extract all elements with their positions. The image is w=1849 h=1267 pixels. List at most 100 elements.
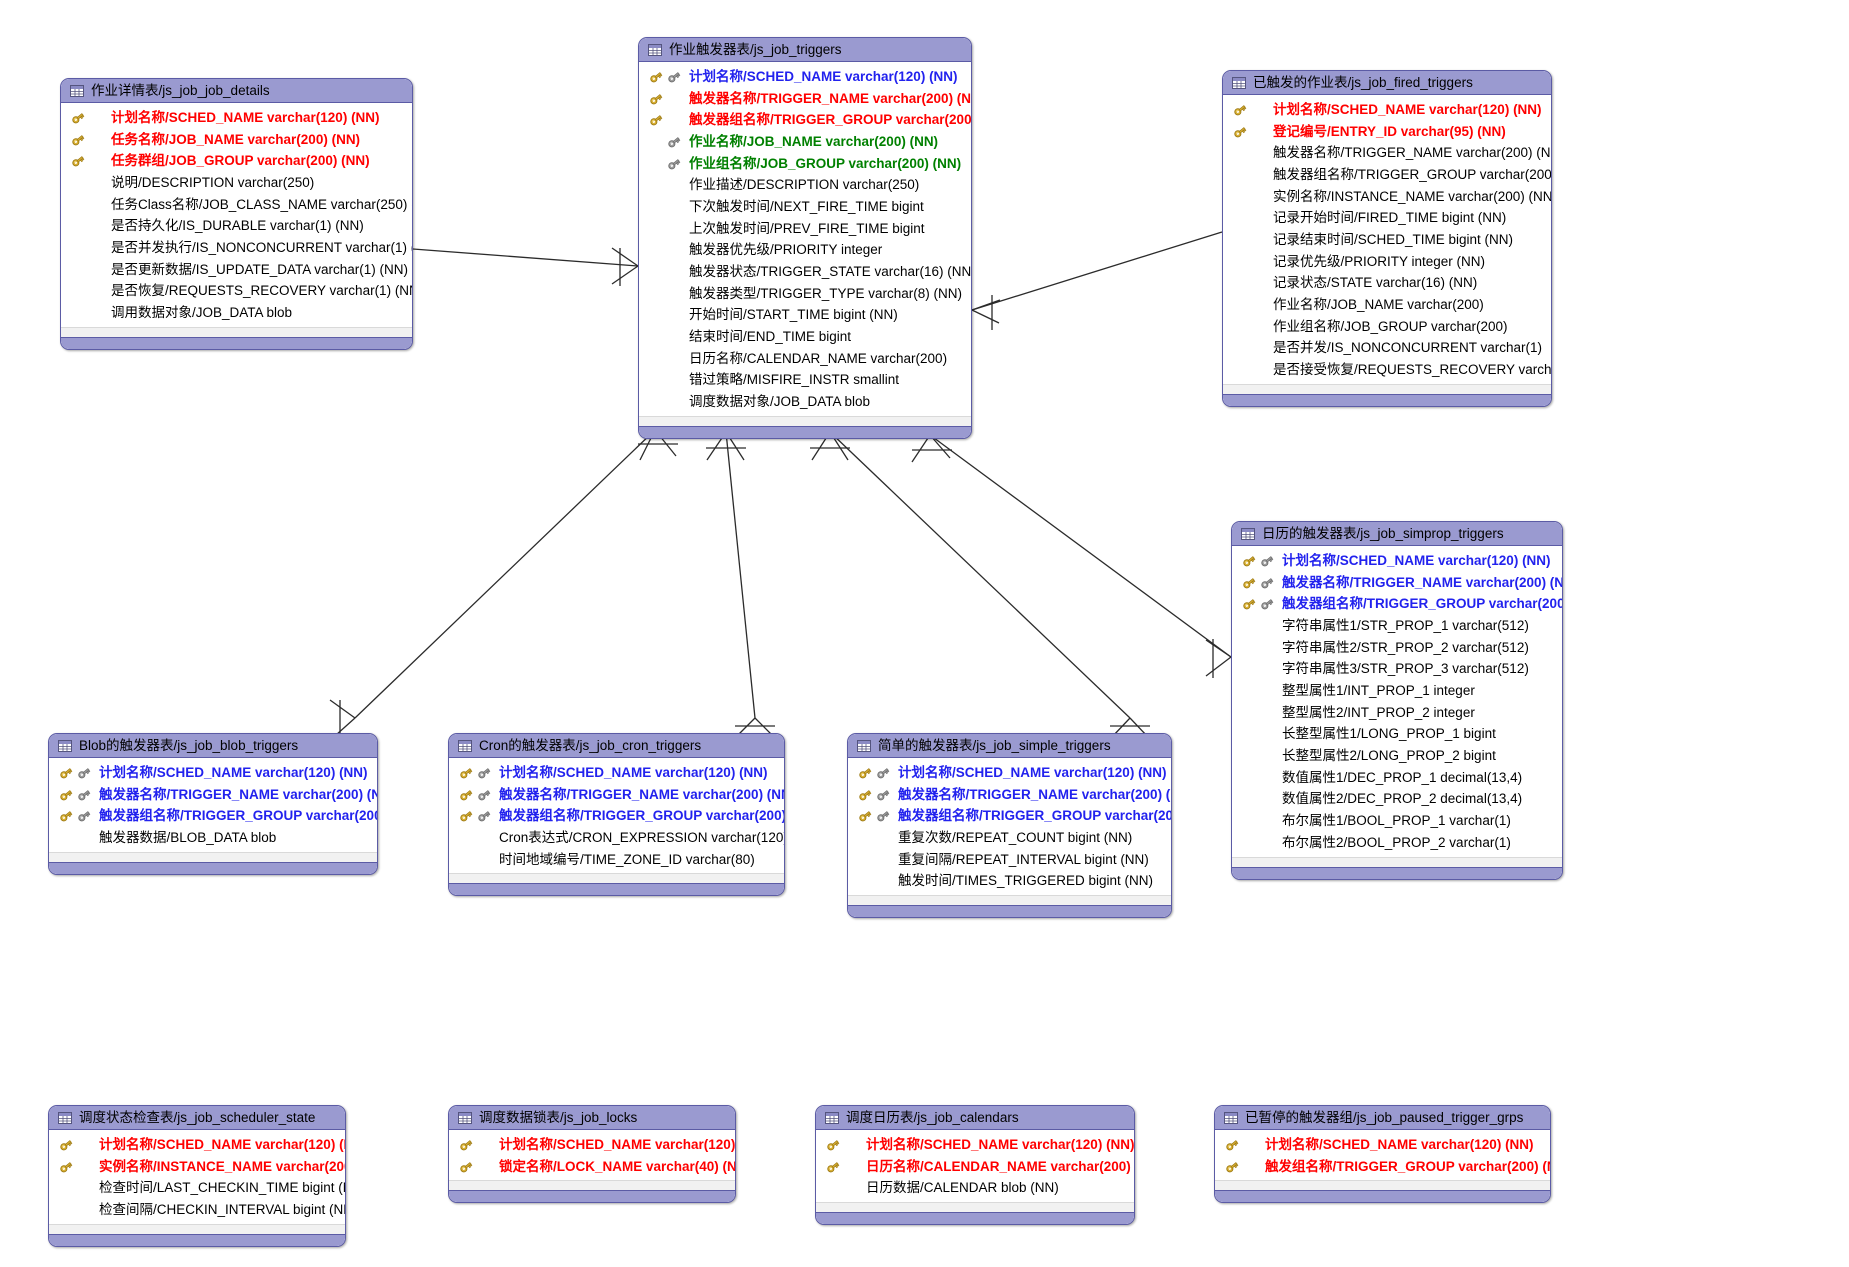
attribute-row[interactable]: 是否恢复/REQUESTS_RECOVERY varchar(1) (NN) [61,281,412,303]
attribute-row[interactable]: 作业名称/JOB_NAME varchar(200) (NN) [639,131,971,153]
entity-header-job_details[interactable]: 作业详情表/js_job_job_details [61,79,412,103]
attribute-row[interactable]: 记录开始时间/FIRED_TIME bigint (NN) [1223,207,1551,229]
attribute-row[interactable]: 整型属性2/INT_PROP_2 integer [1232,702,1562,724]
attribute-row[interactable]: 触发器组名称/TRIGGER_GROUP varchar(200) (NN) [1232,593,1562,615]
attribute-row[interactable]: 结束时间/END_TIME bigint [639,326,971,348]
attribute-row[interactable]: 调度数据对象/JOB_DATA blob [639,391,971,413]
attribute-row[interactable]: 字符串属性3/STR_PROP_3 varchar(512) [1232,658,1562,680]
attribute-row[interactable]: 触发器组名称/TRIGGER_GROUP varchar(200) (NN) [848,805,1171,827]
attribute-row[interactable]: 触发器名称/TRIGGER_NAME varchar(200) (NN) [449,784,784,806]
attribute-row[interactable]: 说明/DESCRIPTION varchar(250) [61,172,412,194]
attribute-row[interactable]: Cron表达式/CRON_EXPRESSION varchar(120) (NN… [449,827,784,849]
attribute-row[interactable]: 下次触发时间/NEXT_FIRE_TIME bigint [639,196,971,218]
attribute-row[interactable]: 触发器数据/BLOB_DATA blob [49,827,377,849]
attribute-row[interactable]: 作业组名称/JOB_GROUP varchar(200) [1223,316,1551,338]
attribute-row[interactable]: 调用数据对象/JOB_DATA blob [61,302,412,324]
attribute-row[interactable]: 触发器名称/TRIGGER_NAME varchar(200) (NN) [49,784,377,806]
attribute-row[interactable]: 记录结束时间/SCHED_TIME bigint (NN) [1223,229,1551,251]
entity-simprop_triggers[interactable]: 日历的触发器表/js_job_simprop_triggers 计划名称/SCHE… [1231,521,1563,880]
attribute-row[interactable]: 触发器名称/TRIGGER_NAME varchar(200) (NN) [639,88,971,110]
attribute-row[interactable]: 登记编号/ENTRY_ID varchar(95) (NN) [1223,121,1551,143]
attribute-row[interactable]: 计划名称/SCHED_NAME varchar(120) (NN) [449,1134,735,1156]
attribute-row[interactable]: 字符串属性1/STR_PROP_1 varchar(512) [1232,615,1562,637]
entity-header-paused_trigger_grps[interactable]: 已暂停的触发器组/js_job_paused_trigger_grps [1215,1106,1550,1130]
entity-calendars[interactable]: 调度日历表/js_job_calendars 计划名称/SCHED_NAME va… [815,1105,1135,1226]
entity-header-fired_triggers[interactable]: 已触发的作业表/js_job_fired_triggers [1223,71,1551,95]
attribute-row[interactable]: 计划名称/SCHED_NAME varchar(120) (NN) [61,107,412,129]
attribute-row[interactable]: 任务名称/JOB_NAME varchar(200) (NN) [61,129,412,151]
attribute-row[interactable]: 计划名称/SCHED_NAME varchar(120) (NN) [816,1134,1134,1156]
attribute-row[interactable]: 实例名称/INSTANCE_NAME varchar(200) (NN) [49,1156,345,1178]
attribute-row[interactable]: 日历名称/CALENDAR_NAME varchar(200) [639,348,971,370]
attribute-row[interactable]: 触发器组名称/TRIGGER_GROUP varchar(200) (NN) [1223,164,1551,186]
entity-header-calendars[interactable]: 调度日历表/js_job_calendars [816,1106,1134,1130]
attribute-row[interactable]: 计划名称/SCHED_NAME varchar(120) (NN) [1215,1134,1550,1156]
attribute-row[interactable]: 重复间隔/REPEAT_INTERVAL bigint (NN) [848,849,1171,871]
attribute-row[interactable]: 作业组名称/JOB_GROUP varchar(200) (NN) [639,153,971,175]
attribute-row[interactable]: 记录状态/STATE varchar(16) (NN) [1223,273,1551,295]
attribute-row[interactable]: 计划名称/SCHED_NAME varchar(120) (NN) [1223,99,1551,121]
attribute-row[interactable]: 触发器名称/TRIGGER_NAME varchar(200) (NN) [1232,572,1562,594]
attribute-row[interactable]: 上次触发时间/PREV_FIRE_TIME bigint [639,218,971,240]
entity-header-blob_triggers[interactable]: Blob的触发器表/js_job_blob_triggers [49,734,377,758]
attribute-row[interactable]: 整型属性1/INT_PROP_1 integer [1232,680,1562,702]
entity-header-simprop_triggers[interactable]: 日历的触发器表/js_job_simprop_triggers [1232,522,1562,546]
attribute-row[interactable]: 是否持久化/IS_DURABLE varchar(1) (NN) [61,215,412,237]
attribute-row[interactable]: 触发器类型/TRIGGER_TYPE varchar(8) (NN) [639,283,971,305]
attribute-row[interactable]: 长整型属性1/LONG_PROP_1 bigint [1232,724,1562,746]
entity-job_triggers[interactable]: 作业触发器表/js_job_triggers 计划名称/SCHED_NAME va… [638,37,972,439]
attribute-row[interactable]: 检查间隔/CHECKIN_INTERVAL bigint (NN) [49,1199,345,1221]
attribute-row[interactable]: 触发器组名称/TRIGGER_GROUP varchar(200) (NN) [49,805,377,827]
attribute-row[interactable]: 作业名称/JOB_NAME varchar(200) [1223,294,1551,316]
attribute-row[interactable]: 触发器优先级/PRIORITY integer [639,240,971,262]
entity-job_details[interactable]: 作业详情表/js_job_job_details 计划名称/SCHED_NAME … [60,78,413,350]
entity-header-scheduler_state[interactable]: 调度状态检查表/js_job_scheduler_state [49,1106,345,1130]
entity-simple_triggers[interactable]: 简单的触发器表/js_job_simple_triggers 计划名称/SCHED… [847,733,1172,919]
attribute-row[interactable]: 记录优先级/PRIORITY integer (NN) [1223,251,1551,273]
attribute-row[interactable]: 实例名称/INSTANCE_NAME varchar(200) (NN) [1223,186,1551,208]
entity-fired_triggers[interactable]: 已触发的作业表/js_job_fired_triggers 计划名称/SCHED_… [1222,70,1552,407]
attribute-row[interactable]: 布尔属性1/BOOL_PROP_1 varchar(1) [1232,810,1562,832]
attribute-row[interactable]: 计划名称/SCHED_NAME varchar(120) (NN) [848,762,1171,784]
attribute-row[interactable]: 触发时间/TIMES_TRIGGERED bigint (NN) [848,870,1171,892]
entity-locks[interactable]: 调度数据锁表/js_job_locks 计划名称/SCHED_NAME varch… [448,1105,736,1204]
attribute-row[interactable]: 触发组名称/TRIGGER_GROUP varchar(200) (NN) [1215,1156,1550,1178]
attribute-row[interactable]: 触发器组名称/TRIGGER_GROUP varchar(200) (NN) [639,109,971,131]
attribute-row[interactable]: 错过策略/MISFIRE_INSTR smallint [639,370,971,392]
attribute-row[interactable]: 触发器状态/TRIGGER_STATE varchar(16) (NN) [639,261,971,283]
attribute-row[interactable]: 作业描述/DESCRIPTION varchar(250) [639,174,971,196]
attribute-row[interactable]: 是否接受恢复/REQUESTS_RECOVERY varchar(1) [1223,359,1551,381]
attribute-row[interactable]: 长整型属性2/LONG_PROP_2 bigint [1232,745,1562,767]
attribute-row[interactable]: 日历名称/CALENDAR_NAME varchar(200) (NN) [816,1156,1134,1178]
attribute-row[interactable]: 重复次数/REPEAT_COUNT bigint (NN) [848,827,1171,849]
attribute-row[interactable]: 任务Class名称/JOB_CLASS_NAME varchar(250) (N… [61,194,412,216]
attribute-row[interactable]: 布尔属性2/BOOL_PROP_2 varchar(1) [1232,832,1562,854]
attribute-row[interactable]: 日历数据/CALENDAR blob (NN) [816,1177,1134,1199]
attribute-row[interactable]: 锁定名称/LOCK_NAME varchar(40) (NN) [449,1156,735,1178]
attribute-row[interactable]: 触发器名称/TRIGGER_NAME varchar(200) (NN) [1223,142,1551,164]
attribute-row[interactable]: 是否并发/IS_NONCONCURRENT varchar(1) [1223,338,1551,360]
attribute-row[interactable]: 计划名称/SCHED_NAME varchar(120) (NN) [449,762,784,784]
attribute-row[interactable]: 触发器组名称/TRIGGER_GROUP varchar(200) (NN) [449,805,784,827]
entity-header-locks[interactable]: 调度数据锁表/js_job_locks [449,1106,735,1130]
entity-scheduler_state[interactable]: 调度状态检查表/js_job_scheduler_state 计划名称/SCHED… [48,1105,346,1247]
attribute-row[interactable]: 数值属性2/DEC_PROP_2 decimal(13,4) [1232,789,1562,811]
entity-paused_trigger_grps[interactable]: 已暂停的触发器组/js_job_paused_trigger_grps 计划名称/… [1214,1105,1551,1204]
attribute-row[interactable]: 检查时间/LAST_CHECKIN_TIME bigint (NN) [49,1177,345,1199]
attribute-row[interactable]: 数值属性1/DEC_PROP_1 decimal(13,4) [1232,767,1562,789]
attribute-row[interactable]: 计划名称/SCHED_NAME varchar(120) (NN) [49,762,377,784]
attribute-row[interactable]: 时间地域编号/TIME_ZONE_ID varchar(80) [449,849,784,871]
entity-cron_triggers[interactable]: Cron的触发器表/js_job_cron_triggers 计划名称/SCHED… [448,733,785,897]
attribute-row[interactable]: 是否并发执行/IS_NONCONCURRENT varchar(1) (NN) [61,237,412,259]
attribute-row[interactable]: 字符串属性2/STR_PROP_2 varchar(512) [1232,637,1562,659]
attribute-row[interactable]: 是否更新数据/IS_UPDATE_DATA varchar(1) (NN) [61,259,412,281]
attribute-row[interactable]: 计划名称/SCHED_NAME varchar(120) (NN) [639,66,971,88]
entity-blob_triggers[interactable]: Blob的触发器表/js_job_blob_triggers 计划名称/SCHED… [48,733,378,875]
attribute-row[interactable]: 计划名称/SCHED_NAME varchar(120) (NN) [49,1134,345,1156]
attribute-row[interactable]: 计划名称/SCHED_NAME varchar(120) (NN) [1232,550,1562,572]
entity-header-cron_triggers[interactable]: Cron的触发器表/js_job_cron_triggers [449,734,784,758]
entity-header-job_triggers[interactable]: 作业触发器表/js_job_triggers [639,38,971,62]
attribute-row[interactable]: 触发器名称/TRIGGER_NAME varchar(200) (NN) [848,784,1171,806]
entity-header-simple_triggers[interactable]: 简单的触发器表/js_job_simple_triggers [848,734,1171,758]
attribute-row[interactable]: 任务群组/JOB_GROUP varchar(200) (NN) [61,150,412,172]
